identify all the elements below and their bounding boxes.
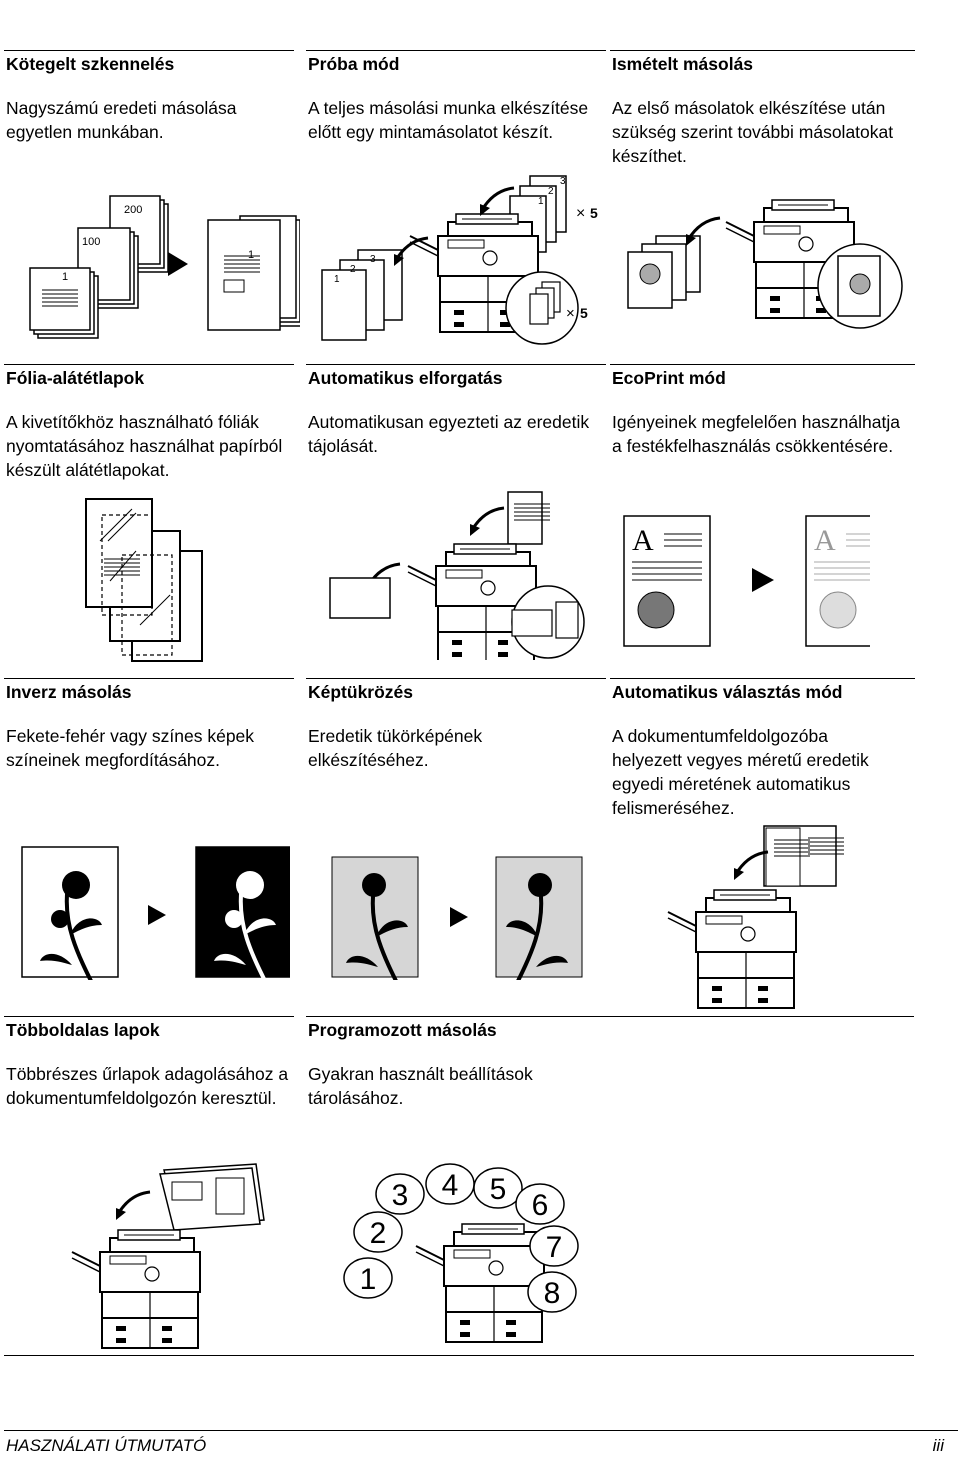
- feature-auto-rotation: Automatikus elforgatás Automatikusan egy…: [308, 367, 598, 458]
- times-sign-icon: ×: [566, 305, 575, 322]
- repeat-copy-illustration: [627, 199, 903, 329]
- feature-description: A dokumentumfeldolgozóba helyezett vegye…: [612, 726, 869, 818]
- repeat-page-3: 3: [560, 176, 566, 187]
- feature-title: Ismételt másolás: [612, 54, 754, 74]
- feature-program-copy: Programozott másolás Gyakran használt be…: [308, 1019, 598, 1110]
- arrow-right-icon: [148, 905, 166, 925]
- program-number-6: 6: [532, 1189, 549, 1222]
- arrow-right-icon: [168, 252, 188, 276]
- feature-title: Kötegelt szkennelés: [6, 54, 175, 74]
- curved-arrow-icon: [478, 186, 516, 218]
- transparency-illustration: [85, 498, 203, 662]
- feature-repeat-copy: Ismételt másolás Az első másolatok elkés…: [612, 53, 902, 168]
- program-number-4: 4: [442, 1169, 459, 1202]
- multipart-forms-illustration: [71, 1163, 265, 1349]
- feature-description: Többrészes űrlapok adagolásához a dokume…: [6, 1064, 289, 1108]
- footer-title: HASZNÁLATI ÚTMUTATÓ: [6, 1436, 207, 1455]
- arrow-right-icon: [450, 907, 468, 927]
- copier-icon: [71, 1229, 201, 1349]
- ecoprint-illustration: A A: [623, 515, 870, 647]
- program-number-1: 1: [360, 1263, 377, 1296]
- repeat-page-2: 2: [548, 186, 554, 197]
- feature-title: Képtükrözés: [308, 682, 414, 702]
- arrow-right-icon: [752, 568, 774, 592]
- feature-title: Próba mód: [308, 54, 400, 74]
- feature-title: Automatikus elforgatás: [308, 368, 503, 388]
- page-number-200: 200: [124, 204, 142, 216]
- feature-description: A teljes másolási munka elkészítése előt…: [308, 98, 589, 142]
- feature-ecoprint: EcoPrint mód Igényeinek megfelelően hasz…: [612, 367, 902, 458]
- eco-letter-toner-saved: A: [814, 524, 836, 557]
- program-number-5: 5: [490, 1173, 507, 1206]
- page-number-1: 1: [62, 271, 68, 283]
- feature-title: Többoldalas lapok: [6, 1020, 160, 1040]
- feature-auto-selection: Automatikus választás mód A dokumentumfe…: [612, 681, 902, 820]
- curved-arrow-icon: [732, 850, 770, 882]
- proof-mode-illustration: 3 2 1 3 2 1 × 5 × 5: [321, 175, 598, 345]
- feature-transparency-backing: Fólia-alátétlapok A kivetítőkhöz használ…: [6, 367, 296, 482]
- proof-page-3: 3: [370, 254, 376, 265]
- feature-description: Eredetik tükörképének elkészítéséhez.: [308, 726, 483, 770]
- page-number-100: 100: [82, 236, 100, 248]
- feature-multipart-forms: Többoldalas lapok Többrészes űrlapok ada…: [6, 1019, 296, 1110]
- feature-batch-scan: Kötegelt szkennelés Nagyszámú eredeti má…: [6, 53, 296, 144]
- program-copy-illustration: 1 2 3 4 5 6 7 8: [343, 1163, 579, 1343]
- auto-selection-illustration: [667, 825, 845, 1009]
- proof-page-2: 2: [350, 264, 356, 275]
- repeat-page-1: 1: [538, 196, 544, 207]
- program-number-8: 8: [544, 1277, 561, 1310]
- feature-title: Inverz másolás: [6, 682, 132, 702]
- proof-page-1: 1: [334, 274, 340, 285]
- feature-invert-copy: Inverz másolás Fekete-fehér vagy színes …: [6, 681, 296, 772]
- curved-arrow-icon: [114, 1190, 152, 1222]
- footer-page-number: iii: [932, 1436, 944, 1455]
- batch-scan-illustration: 200 100 1 1: [29, 195, 300, 339]
- program-number-2: 2: [370, 1217, 387, 1250]
- feature-description: Fekete-fehér vagy színes képek színeinek…: [6, 726, 255, 770]
- feature-description: A kivetítőkhöz használható fóliák nyomta…: [6, 412, 283, 480]
- invert-copy-illustration: [21, 846, 290, 980]
- feature-description: Nagyszámú eredeti másolása egyetlen munk…: [6, 98, 237, 142]
- eco-letter-original: A: [632, 524, 654, 557]
- copier-icon: [415, 1223, 545, 1343]
- feature-title: Automatikus választás mód: [612, 682, 843, 702]
- feature-description: Gyakran használt beállítások tárolásához…: [308, 1064, 533, 1108]
- copier-icon: [667, 889, 797, 1009]
- feature-description: Az első másolatok elkészítése után szüks…: [612, 98, 894, 166]
- feature-title: EcoPrint mód: [612, 368, 726, 388]
- mirror-image-illustration: [331, 856, 583, 980]
- feature-title: Programozott másolás: [308, 1020, 497, 1040]
- feature-title: Fólia-alátétlapok: [6, 368, 145, 388]
- feature-mirror-image: Képtükrözés Eredetik tükörképének elkész…: [308, 681, 598, 772]
- curved-arrow-icon: [468, 506, 506, 538]
- feature-proof-mode: Próba mód A teljes másolási munka elkész…: [308, 53, 598, 144]
- copier-icon: [407, 543, 537, 660]
- program-number-3: 3: [392, 1179, 409, 1212]
- feature-description: Igényeinek megfelelően használhatja a fe…: [612, 412, 900, 456]
- times-sign-icon: ×: [576, 205, 585, 222]
- feature-description: Automatikusan egyezteti az eredetik tájo…: [308, 412, 590, 456]
- repeat-count-bottom: 5: [580, 305, 588, 321]
- repeat-count: 5: [590, 205, 598, 221]
- program-number-7: 7: [546, 1231, 563, 1264]
- auto-rotation-illustration: [329, 491, 585, 660]
- curved-arrow-icon: [684, 216, 722, 248]
- result-page-number: 1: [248, 249, 254, 261]
